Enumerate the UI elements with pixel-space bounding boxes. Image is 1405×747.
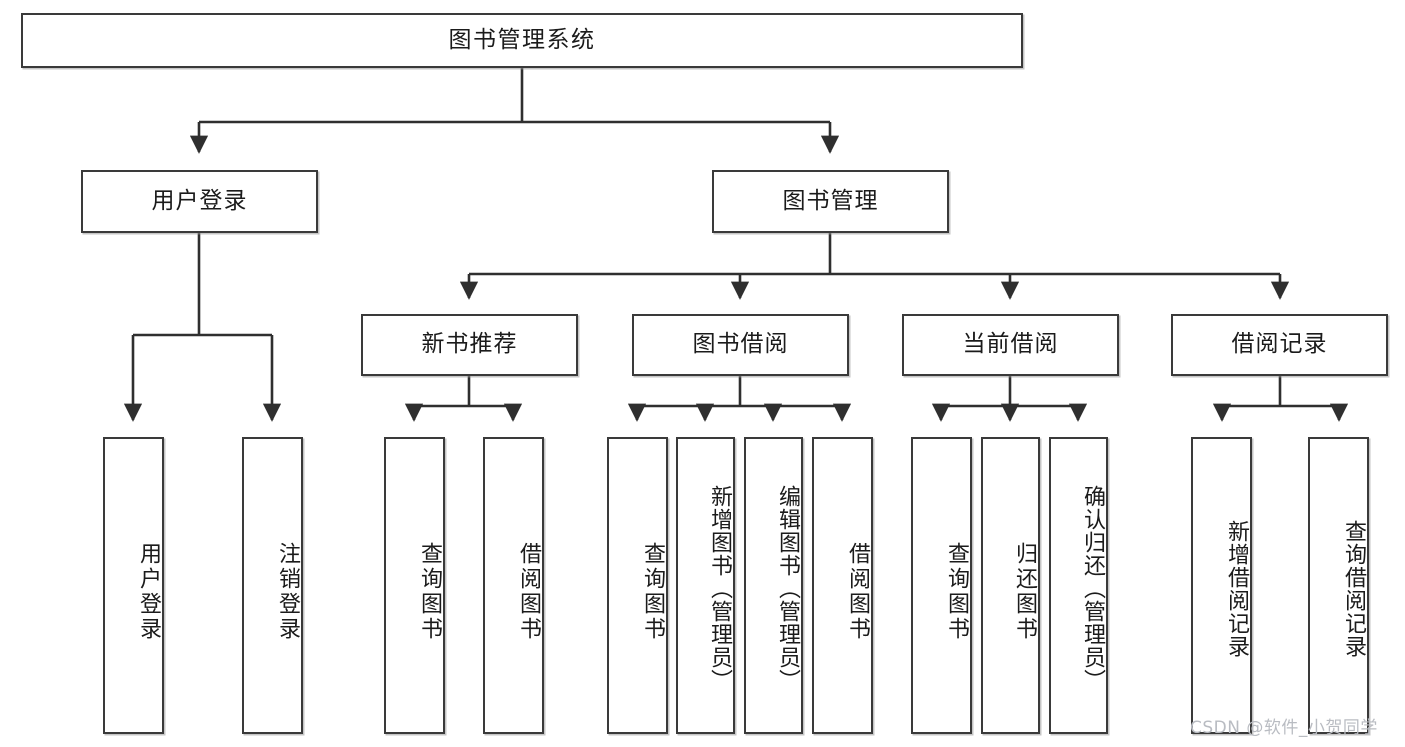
node-book-borrow[interactable]: 图书借阅 bbox=[632, 314, 849, 376]
leaf-add-record[interactable]: 新增借阅记录 bbox=[1191, 437, 1252, 734]
csdn-watermark: CSDN @软件_小贺同学 bbox=[1190, 718, 1378, 738]
leaf-query-book-2[interactable]: 查询图书 bbox=[607, 437, 668, 734]
leaf-query-book-1[interactable]: 查询图书 bbox=[384, 437, 445, 734]
leaf-confirm-return[interactable]: 确认归还（管理员） bbox=[1049, 437, 1108, 734]
leaf-borrow-book-1[interactable]: 借阅图书 bbox=[483, 437, 544, 734]
node-user-login[interactable]: 用户登录 bbox=[81, 170, 318, 233]
node-book-manage[interactable]: 图书管理 bbox=[712, 170, 949, 233]
node-new-book-rec[interactable]: 新书推荐 bbox=[361, 314, 578, 376]
leaf-query-book-3[interactable]: 查询图书 bbox=[911, 437, 972, 734]
leaf-return-book[interactable]: 归还图书 bbox=[981, 437, 1040, 734]
leaf-add-book[interactable]: 新增图书（管理员） bbox=[676, 437, 735, 734]
leaf-borrow-book-2[interactable]: 借阅图书 bbox=[812, 437, 873, 734]
node-current-borrow[interactable]: 当前借阅 bbox=[902, 314, 1119, 376]
leaf-query-record[interactable]: 查询借阅记录 bbox=[1308, 437, 1369, 734]
leaf-user-login[interactable]: 用户登录 bbox=[103, 437, 164, 734]
node-root[interactable]: 图书管理系统 bbox=[21, 13, 1023, 68]
node-borrow-record[interactable]: 借阅记录 bbox=[1171, 314, 1388, 376]
leaf-edit-book[interactable]: 编辑图书（管理员） bbox=[744, 437, 803, 734]
leaf-user-logout[interactable]: 注销登录 bbox=[242, 437, 303, 734]
